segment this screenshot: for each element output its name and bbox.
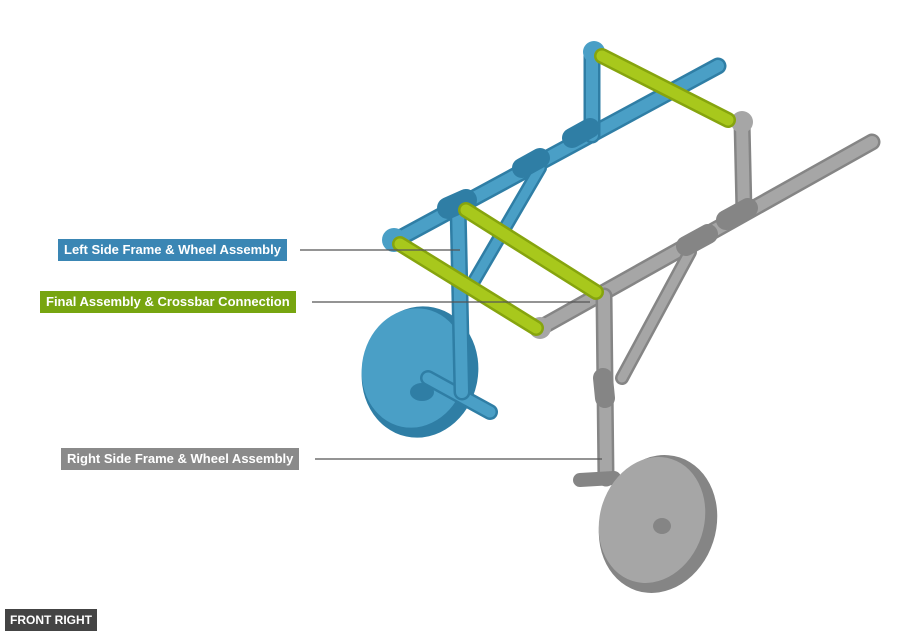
callout-left-side-frame: Left Side Frame & Wheel Assembly	[58, 239, 287, 261]
callout-final-assembly: Final Assembly & Crossbar Connection	[40, 291, 296, 313]
leader-lines	[300, 249, 602, 460]
right-side-frame-assembly	[529, 111, 881, 593]
left-wheel	[361, 306, 479, 438]
right-wheel	[598, 455, 718, 593]
view-orientation-badge: FRONT RIGHT	[5, 609, 97, 631]
crossbar-connection	[392, 48, 736, 336]
callout-right-side-frame: Right Side Frame & Wheel Assembly	[61, 448, 300, 470]
